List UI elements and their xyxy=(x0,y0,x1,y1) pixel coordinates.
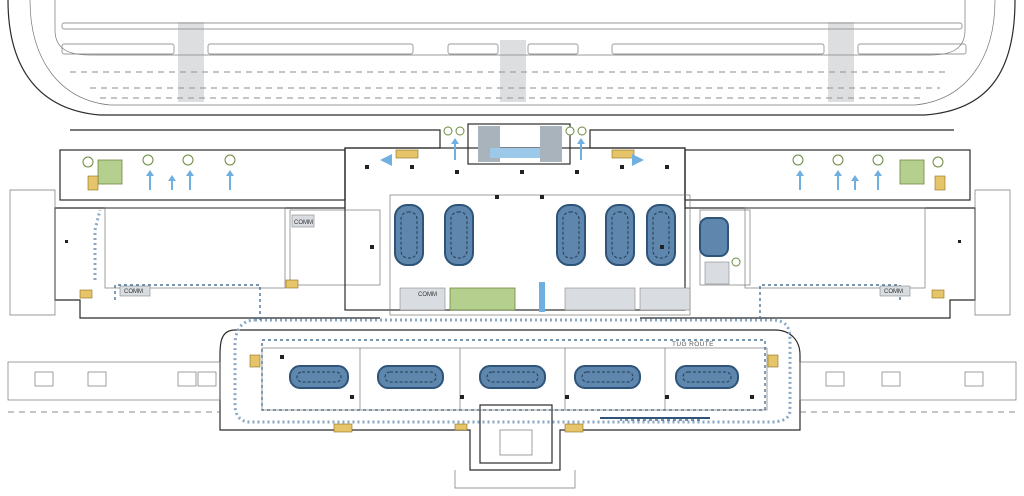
restroom-sign-icon xyxy=(142,154,154,166)
tug-route-label: TUG ROUTE xyxy=(672,341,714,348)
comm-label-west: COMM xyxy=(124,289,143,295)
comm-label-east: COMM xyxy=(884,289,903,295)
columns xyxy=(65,165,961,399)
carousel-2 xyxy=(444,204,474,266)
roadway xyxy=(7,0,1016,116)
up-arrow-icon xyxy=(168,175,176,190)
restroom-sign-icon xyxy=(565,126,575,136)
carousel-3 xyxy=(556,204,586,266)
service-rooms xyxy=(119,214,911,311)
tug-route: TUG ROUTE xyxy=(93,209,901,424)
restroom-center xyxy=(449,287,516,311)
comm-label-mid: COMM xyxy=(294,220,313,226)
carousel-9 xyxy=(479,365,546,389)
restroom-sign-icon xyxy=(792,154,804,166)
carousel-8 xyxy=(377,365,444,389)
up-arrow-icon xyxy=(796,170,804,190)
signs xyxy=(82,126,944,267)
baggage-hall xyxy=(7,329,1017,489)
up-arrow-icon xyxy=(851,175,859,190)
flow-arrows xyxy=(146,138,882,312)
restroom-sign-icon xyxy=(932,156,944,168)
restroom-sign-icon xyxy=(872,154,884,166)
restroom-sign-icon xyxy=(82,156,94,168)
carousel-4 xyxy=(605,204,635,266)
corridor-fixtures xyxy=(34,371,984,387)
restroom-sign-icon xyxy=(577,126,587,136)
up-arrow-icon xyxy=(577,138,585,160)
comm-label-center: COMM xyxy=(418,292,437,298)
up-arrow-icon xyxy=(146,170,154,190)
restroom-sign-icon xyxy=(731,257,741,267)
up-arrow-icon xyxy=(226,170,234,190)
restrooms xyxy=(97,159,925,311)
restroom-sign-icon xyxy=(443,126,453,136)
carousel-10 xyxy=(574,365,641,389)
restroom-sign-icon xyxy=(182,154,194,166)
restroom-sign-icon xyxy=(455,126,465,136)
up-arrow-icon xyxy=(186,170,194,190)
up-arrow-icon xyxy=(834,170,842,190)
carousel-11 xyxy=(675,365,739,389)
elevators xyxy=(79,149,946,433)
carousel-7 xyxy=(289,365,349,389)
restroom-sign-icon xyxy=(224,154,236,166)
restroom-sign-icon xyxy=(832,154,844,166)
carousels xyxy=(289,204,739,389)
comm-labels: COMM COMM COMM COMM xyxy=(124,220,903,298)
up-arrow-icon xyxy=(451,138,459,160)
restroom-west xyxy=(97,159,123,185)
carousel-6 xyxy=(699,217,729,257)
up-arrow-icon xyxy=(874,170,882,190)
restroom-east xyxy=(899,159,925,185)
carousel-5 xyxy=(646,204,676,266)
carousel-1 xyxy=(394,204,424,266)
